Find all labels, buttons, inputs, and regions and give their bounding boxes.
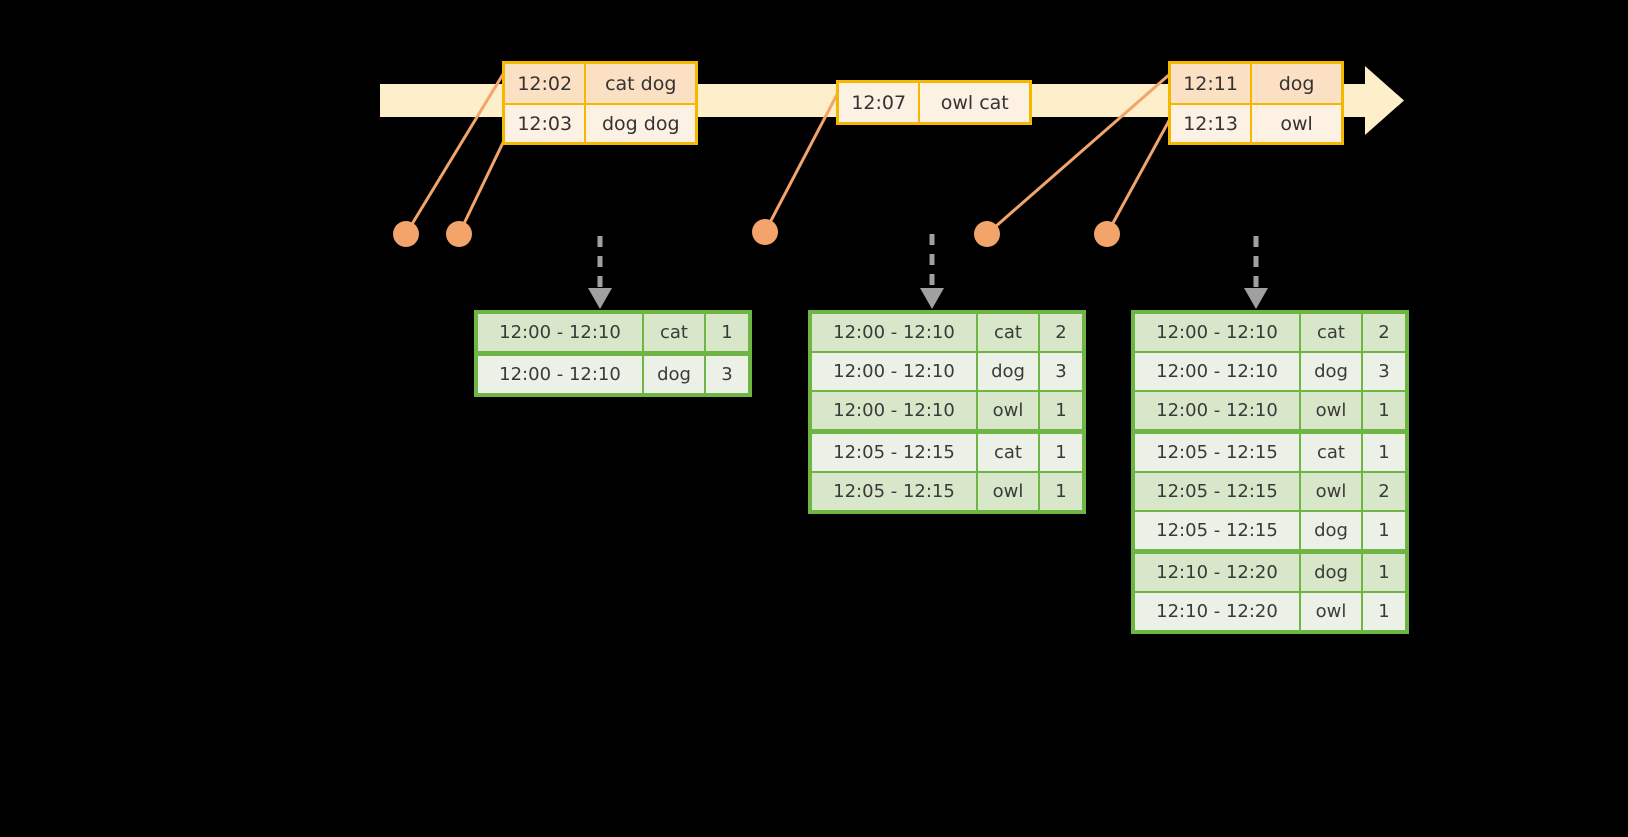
result-table-2[interactable]: 12:00 - 12:10 cat 2 12:00 - 12:10 dog 3 … [808, 310, 1086, 514]
cell-count: 2 [1040, 314, 1082, 351]
table-row[interactable]: 12:00 - 12:10 dog 3 [1135, 353, 1405, 390]
cell-count: 1 [1363, 593, 1405, 630]
cell-count: 1 [706, 314, 748, 351]
cell-count: 1 [1363, 554, 1405, 591]
cell-window: 12:00 - 12:10 [1135, 353, 1299, 390]
cell-word: owl [1301, 473, 1361, 510]
event-words: cat dog [586, 64, 695, 103]
connector-1207 [763, 83, 844, 234]
event-time: 12:11 [1171, 64, 1253, 103]
cell-word: cat [978, 434, 1038, 471]
result-table-1[interactable]: 12:00 - 12:10 cat 1 12:00 - 12:10 dog 3 [474, 310, 752, 397]
event-time: 12:02 [505, 64, 587, 103]
event-words: dog dog [586, 105, 695, 142]
cell-window: 12:00 - 12:10 [812, 392, 976, 429]
cell-window: 12:00 - 12:10 [1135, 392, 1299, 429]
cell-count: 2 [1363, 314, 1405, 351]
event-group-3[interactable]: 12:11 dog 12:13 owl [1168, 61, 1344, 145]
cell-window: 12:05 - 12:15 [812, 473, 976, 510]
trigger-arrows [588, 234, 1268, 309]
event-group-1[interactable]: 12:02 cat dog 12:03 dog dog [502, 61, 698, 145]
table-row[interactable]: 12:00 - 12:10 owl 1 [812, 392, 1082, 429]
event-dots [393, 219, 1120, 247]
event-row[interactable]: 12:02 cat dog [505, 64, 695, 103]
cell-word: dog [978, 353, 1038, 390]
cell-word: dog [1301, 512, 1361, 549]
event-row[interactable]: 12:07 owl cat [839, 83, 1029, 122]
table-row[interactable]: 12:10 - 12:20 owl 1 [1135, 593, 1405, 630]
table-row[interactable]: 12:00 - 12:10 owl 1 [1135, 392, 1405, 429]
cell-word: owl [1301, 593, 1361, 630]
cell-word: owl [978, 473, 1038, 510]
table-row[interactable]: 12:00 - 12:10 dog 3 [478, 356, 748, 393]
table-row[interactable]: 12:00 - 12:10 cat 2 [812, 314, 1082, 351]
dot-1211 [974, 221, 1000, 247]
event-time: 12:13 [1171, 105, 1253, 142]
cell-window: 12:05 - 12:15 [1135, 434, 1299, 471]
event-time: 12:07 [839, 83, 921, 122]
connector-1211 [985, 65, 1180, 236]
table-row[interactable]: 12:05 - 12:15 owl 2 [1135, 473, 1405, 510]
result-table-3[interactable]: 12:00 - 12:10 cat 2 12:00 - 12:10 dog 3 … [1131, 310, 1409, 634]
cell-window: 12:05 - 12:15 [812, 434, 976, 471]
cell-word: dog [1301, 353, 1361, 390]
cell-count: 1 [1040, 473, 1082, 510]
cell-window: 12:00 - 12:10 [1135, 314, 1299, 351]
table-row[interactable]: 12:00 - 12:10 dog 3 [812, 353, 1082, 390]
cell-count: 1 [1363, 392, 1405, 429]
dot-1213 [1094, 221, 1120, 247]
cell-word: owl [978, 392, 1038, 429]
table-row[interactable]: 12:05 - 12:15 owl 1 [812, 473, 1082, 510]
table-row[interactable]: 12:00 - 12:10 cat 2 [1135, 314, 1405, 351]
connector-1202 [404, 64, 510, 236]
table-row[interactable]: 12:05 - 12:15 dog 1 [1135, 512, 1405, 549]
cell-word: owl [1301, 392, 1361, 429]
table-row[interactable]: 12:05 - 12:15 cat 1 [1135, 434, 1405, 471]
cell-count: 3 [706, 356, 748, 393]
table-row[interactable]: 12:00 - 12:10 cat 1 [478, 314, 748, 351]
trigger-arrow-1 [588, 236, 612, 309]
event-row[interactable]: 12:11 dog [1171, 64, 1341, 103]
table-row[interactable]: 12:05 - 12:15 cat 1 [812, 434, 1082, 471]
event-connectors [404, 64, 1180, 236]
cell-word: cat [978, 314, 1038, 351]
cell-window: 12:00 - 12:10 [812, 353, 976, 390]
dot-1207 [752, 219, 778, 245]
cell-window: 12:00 - 12:10 [478, 314, 642, 351]
cell-window: 12:05 - 12:15 [1135, 473, 1299, 510]
dot-1202 [393, 221, 419, 247]
event-words: owl cat [920, 83, 1029, 122]
cell-word: cat [1301, 434, 1361, 471]
trigger-arrow-2 [920, 234, 944, 309]
cell-window: 12:10 - 12:20 [1135, 554, 1299, 591]
event-group-2[interactable]: 12:07 owl cat [836, 80, 1032, 125]
cell-count: 1 [1040, 434, 1082, 471]
cell-word: dog [1301, 554, 1361, 591]
cell-window: 12:05 - 12:15 [1135, 512, 1299, 549]
cell-word: cat [644, 314, 704, 351]
cell-window: 12:10 - 12:20 [1135, 593, 1299, 630]
cell-count: 1 [1363, 512, 1405, 549]
cell-count: 2 [1363, 473, 1405, 510]
event-time: 12:03 [505, 105, 587, 142]
cell-count: 3 [1040, 353, 1082, 390]
cell-count: 1 [1040, 392, 1082, 429]
trigger-arrow-3 [1244, 236, 1268, 309]
cell-word: cat [1301, 314, 1361, 351]
connector-1213 [1105, 106, 1178, 236]
cell-word: dog [644, 356, 704, 393]
event-row[interactable]: 12:03 dog dog [505, 103, 695, 142]
cell-window: 12:00 - 12:10 [478, 356, 642, 393]
event-row[interactable]: 12:13 owl [1171, 103, 1341, 142]
event-words: owl [1252, 105, 1341, 142]
table-row[interactable]: 12:10 - 12:20 dog 1 [1135, 554, 1405, 591]
cell-window: 12:00 - 12:10 [812, 314, 976, 351]
cell-count: 3 [1363, 353, 1405, 390]
event-words: dog [1252, 64, 1341, 103]
dot-1203 [446, 221, 472, 247]
cell-count: 1 [1363, 434, 1405, 471]
